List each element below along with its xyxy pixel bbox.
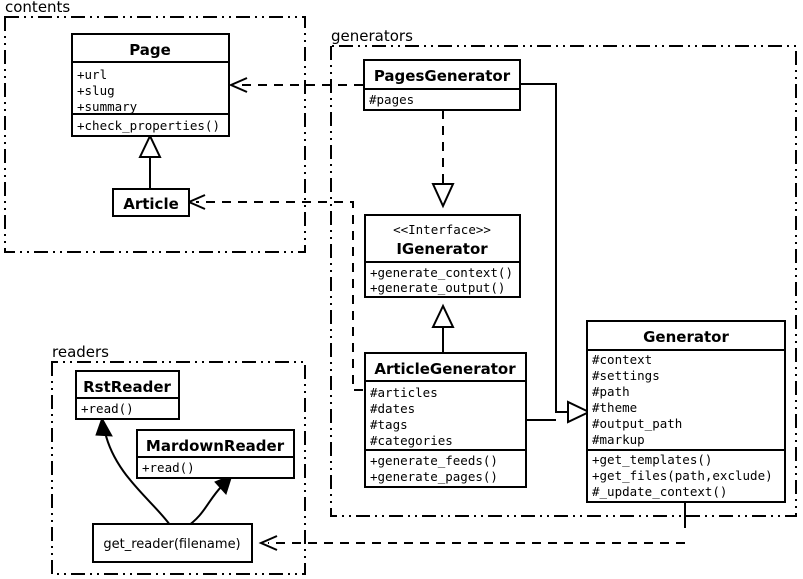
class-page-attr-2: +summary <box>77 99 138 114</box>
package-generators-label: generators <box>331 27 413 45</box>
hollow-triangle-icon <box>431 183 455 209</box>
class-generator-attr-1: #settings <box>592 368 660 383</box>
class-generator-attr-5: #markup <box>592 432 645 447</box>
class-igenerator-method-1: +generate_output() <box>370 280 505 295</box>
function-get-reader[interactable]: get_reader(filename) <box>92 523 253 563</box>
association-get-reader-to-rstreader <box>95 416 171 526</box>
class-article-generator-attr-2: #tags <box>370 417 408 432</box>
class-page[interactable]: Page +url +slug +summary +check_properti… <box>71 33 230 137</box>
class-pages-generator-attr-0: #pages <box>369 92 414 107</box>
realization-pagesgenerator-to-igenerator <box>431 110 455 209</box>
class-page-attr-1: +slug <box>77 83 115 98</box>
package-readers-label: readers <box>52 343 109 361</box>
class-rst-reader[interactable]: RstReader +read() <box>75 370 180 420</box>
class-igenerator-name: IGenerator <box>396 240 488 258</box>
class-generator-method-2: #_update_context() <box>592 484 727 499</box>
class-article-generator-attr-3: #categories <box>370 433 453 448</box>
class-igenerator-method-0: +generate_context() <box>370 265 513 280</box>
package-readers-border <box>51 361 306 575</box>
class-mardown-reader[interactable]: MardownReader +read() <box>136 429 295 479</box>
class-article-generator-method-0: +generate_feeds() <box>370 453 498 468</box>
class-mardown-reader-name: MardownReader <box>146 437 285 455</box>
class-page-method-0: +check_properties() <box>77 118 220 133</box>
package-generators-border <box>330 45 797 517</box>
hollow-triangle-icon <box>567 400 592 424</box>
class-article[interactable]: Article <box>112 188 190 217</box>
class-article-generator-attr-0: #articles <box>370 385 438 400</box>
generalization-generators-to-generator <box>520 83 592 424</box>
package-readers: readers <box>51 343 306 575</box>
class-article-generator-method-1: +generate_pages() <box>370 469 498 484</box>
dependency-generator-to-get-reader <box>258 502 686 551</box>
class-page-attr-0: +url <box>77 67 107 82</box>
package-contents: contents <box>4 0 306 253</box>
class-pages-generator[interactable]: PagesGenerator #pages <box>363 59 521 111</box>
hollow-triangle-icon <box>138 133 162 158</box>
class-generator-method-0: +get_templates() <box>592 452 712 467</box>
class-generator-attr-3: #theme <box>592 400 637 415</box>
package-contents-border <box>4 16 306 253</box>
class-rst-reader-name: RstReader <box>83 378 171 396</box>
class-generator-attr-2: #path <box>592 384 630 399</box>
open-arrowhead-icon <box>228 77 248 93</box>
function-get-reader-label: get_reader(filename) <box>103 537 240 552</box>
dependency-pagesgenerator-to-page <box>228 77 363 93</box>
class-page-name: Page <box>129 41 171 59</box>
generalization-article-to-page <box>138 133 162 190</box>
class-igenerator-stereotype: <<Interface>> <box>393 222 491 237</box>
package-contents-label: contents <box>5 0 70 16</box>
class-generator-method-1: +get_files(path,exclude) <box>592 468 773 483</box>
class-generator-attr-4: #output_path <box>592 416 682 431</box>
class-generator-name: Generator <box>643 328 729 346</box>
class-mardown-reader-method-0: +read() <box>142 460 195 475</box>
association-get-reader-to-mardownreader <box>184 474 233 529</box>
class-article-name: Article <box>123 195 179 213</box>
open-arrowhead-icon <box>258 535 278 551</box>
generalization-articlegenerator-to-igenerator <box>431 303 455 353</box>
class-article-generator-attr-1: #dates <box>370 401 415 416</box>
class-igenerator[interactable]: <<Interface>> IGenerator +generate_conte… <box>364 214 521 298</box>
class-pages-generator-name: PagesGenerator <box>374 67 511 85</box>
hollow-triangle-icon <box>431 303 455 328</box>
package-generators: generators <box>330 27 797 517</box>
class-article-generator[interactable]: ArticleGenerator #articles #dates #tags … <box>364 352 527 488</box>
class-rst-reader-method-0: +read() <box>81 401 134 416</box>
class-generator-attr-0: #context <box>592 352 652 367</box>
class-article-generator-name: ArticleGenerator <box>374 360 516 378</box>
class-generator[interactable]: Generator #context #settings #path #them… <box>586 320 786 503</box>
dependency-articlegenerator-to-article <box>186 194 363 391</box>
solid-arrowhead-icon <box>95 416 113 437</box>
